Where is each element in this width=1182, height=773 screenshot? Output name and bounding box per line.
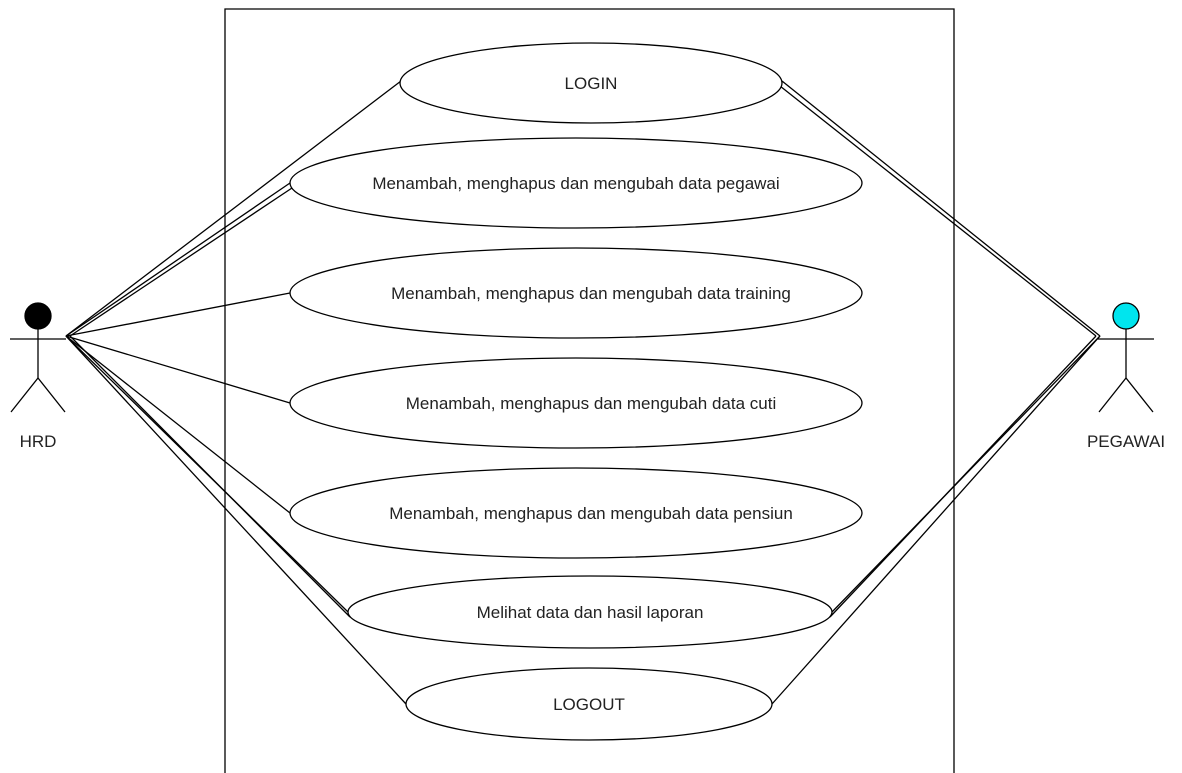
association-hrd-data-training — [65, 292, 291, 337]
use-case-login[interactable]: LOGIN — [399, 42, 783, 124]
association-hrd-data-pensiun — [65, 335, 291, 514]
system-boundary — [224, 8, 955, 773]
hrd-associations — [65, 80, 407, 705]
use-case-data-pensiun[interactable]: Menambah, menghapus dan mengubah data pe… — [289, 467, 863, 559]
use-case-ellipse — [405, 667, 773, 741]
use-case-ellipse — [289, 467, 863, 559]
association-hrd-data-cuti — [65, 335, 291, 404]
use-case-logout[interactable]: LOGOUT — [405, 667, 773, 741]
use-case-label: Menambah, menghapus dan mengubah data pe… — [372, 174, 779, 193]
use-case-lihat-laporan[interactable]: Melihat data dan hasil laporan — [347, 575, 833, 649]
use-case-label: LOGOUT — [553, 695, 625, 714]
use-case-ellipse — [289, 357, 863, 449]
actor-head — [24, 302, 52, 330]
use-case-label: Menambah, menghapus dan mengubah data tr… — [391, 284, 791, 303]
association-hrd-logout — [65, 335, 407, 705]
association-hrd-data-pegawai — [65, 182, 291, 337]
use-case-data-cuti[interactable]: Menambah, menghapus dan mengubah data cu… — [289, 357, 863, 449]
association-pegawai-logout — [771, 335, 1101, 705]
stick-figure-icon — [10, 302, 66, 413]
association-hrd-login — [65, 80, 402, 337]
association-pegawai-login-2 — [779, 85, 1097, 337]
use-case-ellipse — [289, 137, 863, 229]
actor-head — [1112, 302, 1140, 330]
use-case-data-pegawai[interactable]: Menambah, menghapus dan mengubah data pe… — [289, 137, 863, 229]
actor-label: HRD — [20, 432, 57, 451]
actor-pegawai[interactable]: PEGAWAI — [1087, 302, 1165, 451]
stick-figure-icon — [1098, 302, 1154, 413]
actor-right-leg — [37, 377, 66, 413]
use-case-data-training[interactable]: Menambah, menghapus dan mengubah data tr… — [289, 247, 863, 339]
pegawai-associations — [771, 80, 1101, 705]
actor-right-leg — [1125, 377, 1154, 413]
use-case-label: Menambah, menghapus dan mengubah data cu… — [406, 394, 776, 413]
association-hrd-data-pegawai-2 — [69, 187, 293, 337]
association-pegawai-login — [781, 80, 1101, 337]
actor-left-leg — [1098, 377, 1127, 413]
association-hrd-lihat-laporan-2 — [69, 335, 351, 618]
actor-left-leg — [10, 377, 39, 413]
use-case-ellipse — [347, 575, 833, 649]
use-case-label: Menambah, menghapus dan mengubah data pe… — [389, 504, 793, 523]
use-case-ellipse — [289, 247, 863, 339]
association-pegawai-lihat-laporan-2 — [829, 335, 1097, 618]
use-case-label: LOGIN — [565, 74, 618, 93]
use-case-ellipse — [399, 42, 783, 124]
actor-label: PEGAWAI — [1087, 432, 1165, 451]
use-case-label: Melihat data dan hasil laporan — [477, 603, 704, 622]
actor-hrd[interactable]: HRD — [10, 302, 66, 451]
